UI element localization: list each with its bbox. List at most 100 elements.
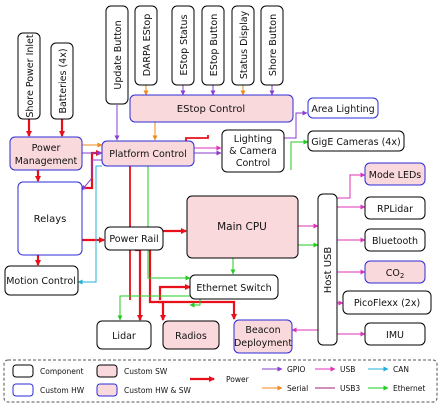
lighting-camera-control-block: Lighting & Camera Control xyxy=(221,129,285,173)
legend-component: Component xyxy=(12,364,84,378)
legend-serial-label: Serial xyxy=(287,384,308,393)
relays-label: Relays xyxy=(34,214,67,225)
co2-subscript: 2 xyxy=(400,272,404,280)
estop-control-label: EStop Control xyxy=(177,104,245,115)
eth-line-switch-to-radios xyxy=(189,299,201,308)
picoflexx-block: PicoFlexx (2x) xyxy=(342,290,432,315)
beacon-deployment-label-line1: Beacon xyxy=(245,325,280,336)
legend-custom-hw-sw: Custom HW & SW xyxy=(96,383,192,397)
estop-status-label: EStop Status xyxy=(179,15,190,76)
eth-line-lcc-to-gige xyxy=(290,139,309,170)
legend-usb3-label: USB3 xyxy=(340,384,360,393)
shore-button-box: Shore Button xyxy=(260,5,284,86)
ethernet-switch-label: Ethernet Switch xyxy=(196,283,271,294)
ethernet-switch-block: Ethernet Switch xyxy=(189,274,279,300)
usb-line-hostusb-to-modeleds xyxy=(337,172,366,199)
top-component-row: Shore Power Inlet Batteries (4x) Update … xyxy=(17,5,284,120)
motion-control-label: Motion Control xyxy=(6,276,76,287)
beacon-deployment-block: Beacon Deployment xyxy=(233,319,293,354)
can-line-platform-to-motion xyxy=(77,165,102,285)
update-button-label: Update Button xyxy=(113,20,124,89)
darpa-estop-box: DARPA EStop xyxy=(134,5,158,86)
update-button-box: Update Button xyxy=(105,5,129,105)
co2-label: CO2 xyxy=(386,268,405,280)
legend-gpio-label: GPIO xyxy=(287,365,306,374)
main-cpu-label: Main CPU xyxy=(217,221,267,233)
darpa-estop-label: DARPA EStop xyxy=(142,14,153,77)
lcc-label-line3: Control xyxy=(236,158,270,169)
gpio-line-lcc-to-area xyxy=(284,110,308,139)
legend-custom-hw-sw-label: Custom HW & SW xyxy=(124,386,192,395)
host-usb-block: Host USB xyxy=(317,193,338,346)
legend-custom-sw: Custom SW xyxy=(96,364,168,378)
radios-block: Radios xyxy=(162,320,220,350)
legend-ethernet: Ethernet xyxy=(368,384,425,393)
gpio-line-platform-to-relays xyxy=(81,159,102,191)
main-cpu-block: Main CPU xyxy=(186,195,299,259)
legend-serial: Serial xyxy=(262,384,308,393)
power-rail-label: Power Rail xyxy=(109,234,158,245)
co2-block: CO2 xyxy=(364,260,426,284)
lcc-label-line2: & Camera xyxy=(229,146,277,157)
lidar-label: Lidar xyxy=(112,331,136,342)
area-lighting-block: Area Lighting xyxy=(307,97,379,119)
platform-control-label: Platform Control xyxy=(109,149,186,160)
bluetooth-block: Bluetooth xyxy=(364,228,426,252)
beacon-deployment-label-line2: Deployment xyxy=(234,338,292,349)
legend-custom-hw-label: Custom HW xyxy=(40,386,85,395)
mode-leds-block: Mode LEDs xyxy=(364,162,426,186)
legend-can: CAN xyxy=(368,365,409,374)
mode-leds-label: Mode LEDs xyxy=(369,170,422,181)
shore-power-inlet-box: Shore Power Inlet xyxy=(17,32,41,120)
estop-button-label: EStop Button xyxy=(209,14,220,76)
legend-custom-hw: Custom HW xyxy=(12,383,85,397)
radios-label: Radios xyxy=(175,331,207,342)
shore-power-inlet-label: Shore Power Inlet xyxy=(25,34,36,117)
batteries-label: Batteries (4x) xyxy=(58,48,69,113)
shore-button-label: Shore Button xyxy=(268,14,279,76)
estop-status-box: EStop Status xyxy=(171,5,195,86)
area-lighting-label: Area Lighting xyxy=(311,104,374,115)
bluetooth-label: Bluetooth xyxy=(372,236,418,247)
power-management-label-line2: Management xyxy=(15,156,78,167)
lidar-block: Lidar xyxy=(96,320,152,350)
legend-custom-sw-label: Custom SW xyxy=(124,367,168,376)
legend-usb: USB xyxy=(315,365,355,374)
status-display-box: Status Display xyxy=(231,5,255,86)
platform-control-block: Platform Control xyxy=(101,140,195,167)
legend-usb-label: USB xyxy=(340,365,355,374)
lcc-label-line1: Lighting xyxy=(234,134,272,145)
power-rail-block: Power Rail xyxy=(104,226,164,251)
co2-text: CO xyxy=(386,268,400,279)
status-display-label: Status Display xyxy=(239,10,250,79)
legend: Component Custom SW Custom HW Custom HW … xyxy=(3,359,438,403)
motion-control-block: Motion Control xyxy=(4,265,79,296)
legend-gpio: GPIO xyxy=(262,365,306,374)
picoflexx-label: PicoFlexx (2x) xyxy=(354,298,420,309)
legend-ethernet-label: Ethernet xyxy=(393,384,425,393)
power-management-label-line1: Power xyxy=(32,143,61,154)
legend-frame xyxy=(3,359,438,403)
relays-block: Relays xyxy=(17,181,83,256)
legend-power-label: Power xyxy=(226,375,250,384)
eth-line-switch-to-lidar xyxy=(117,295,190,321)
estop-control-block: EStop Control xyxy=(129,94,294,123)
power-line-rail-to-radios xyxy=(148,250,166,321)
rplidar-label: RPLidar xyxy=(377,204,413,215)
power-line-rail-to-lidar xyxy=(135,248,143,321)
imu-block: IMU xyxy=(364,322,426,346)
power-line-rail-to-beacon xyxy=(158,300,237,320)
batteries-box: Batteries (4x) xyxy=(50,42,74,120)
rplidar-block: RPLidar xyxy=(364,196,426,220)
legend-component-label: Component xyxy=(40,367,84,376)
power-management-block: Power Management xyxy=(9,136,83,171)
power-line-rail-to-ethernet xyxy=(158,284,191,300)
host-usb-label: Host USB xyxy=(323,247,334,294)
imu-label: IMU xyxy=(386,330,404,341)
gige-cameras-label: GigE Cameras (4x) xyxy=(311,137,400,148)
legend-power: Power xyxy=(190,375,250,384)
eth-line-platform-to-switch xyxy=(147,165,191,281)
legend-usb3: USB3 xyxy=(315,384,360,393)
legend-can-label: CAN xyxy=(393,365,409,374)
